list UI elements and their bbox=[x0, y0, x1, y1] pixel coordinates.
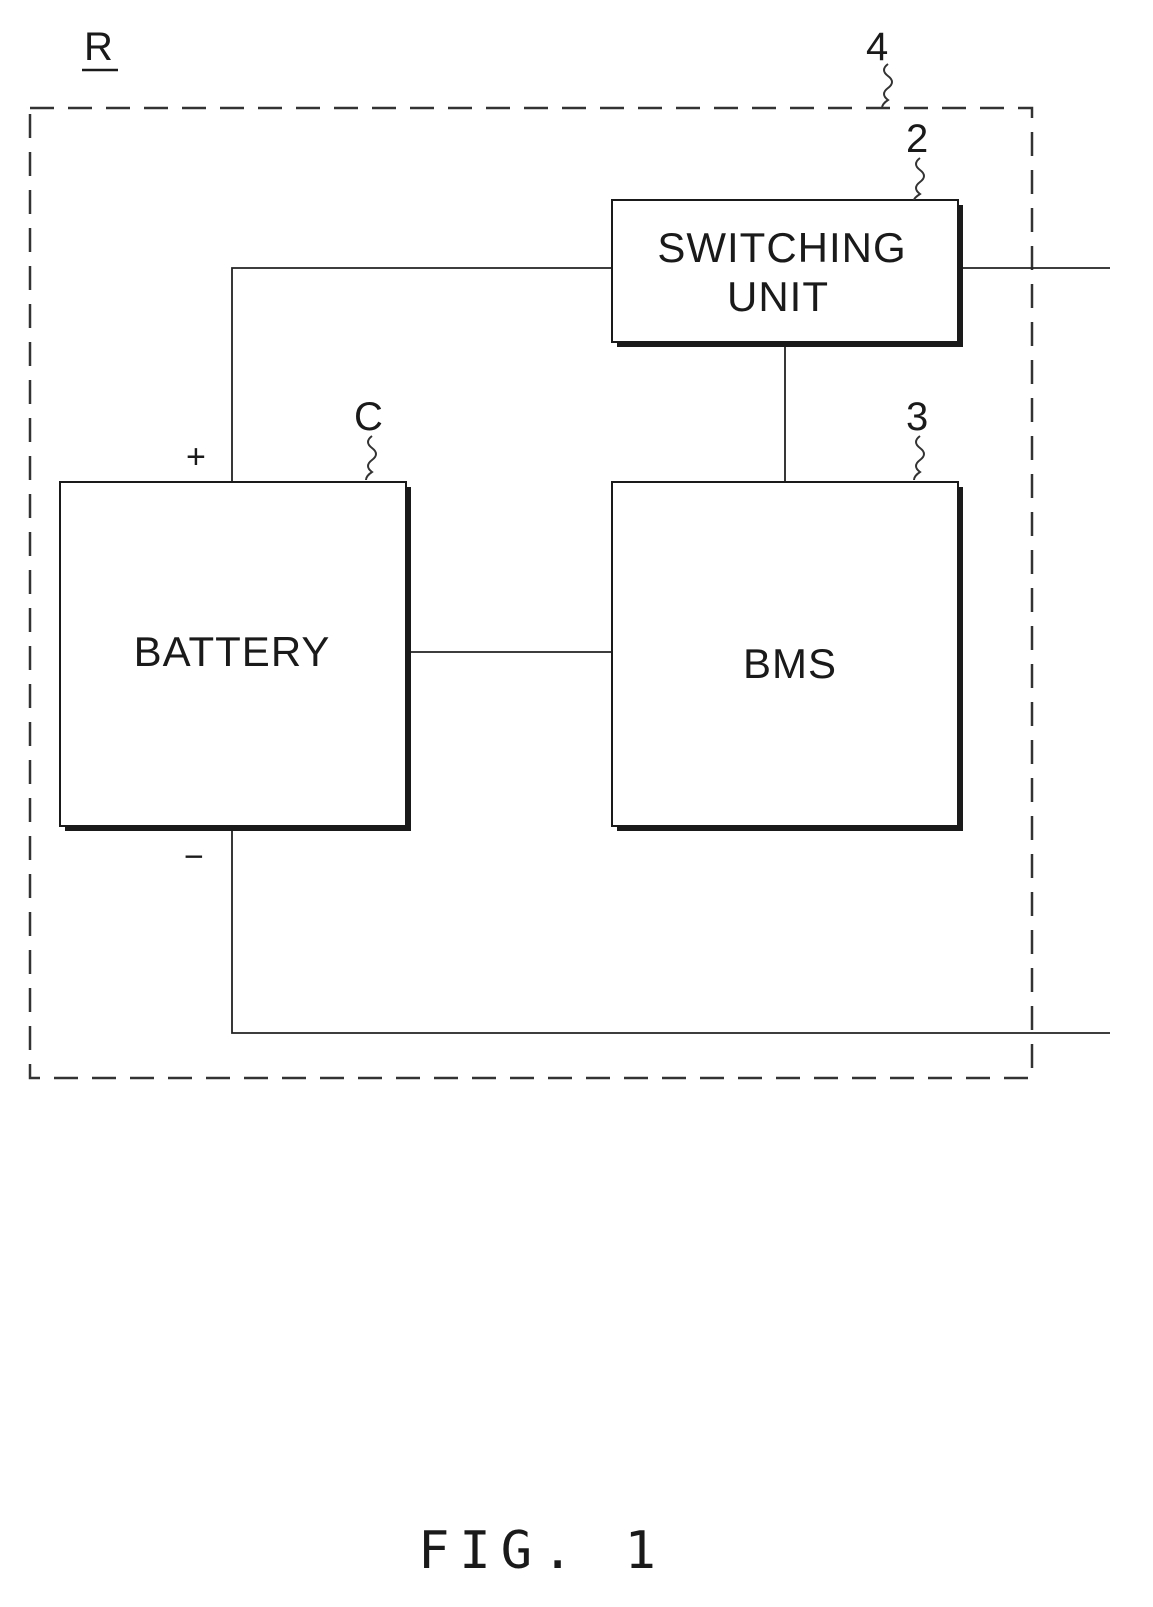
switching-unit-label-line1: SWITCHING bbox=[657, 224, 906, 271]
enclosure-ref-label: 4 bbox=[866, 25, 888, 69]
system-ref-label: R bbox=[84, 25, 113, 69]
switching-unit-label-line2: UNIT bbox=[727, 273, 829, 320]
enclosure-leader bbox=[882, 64, 892, 108]
battery-positive-terminal: + bbox=[186, 438, 206, 476]
switching-unit-box bbox=[612, 200, 958, 342]
switching-unit-block: SWITCHING UNIT bbox=[612, 200, 963, 347]
battery-ref-label: C bbox=[354, 395, 383, 439]
battery-leader bbox=[366, 436, 376, 480]
switching-unit-leader bbox=[914, 158, 924, 200]
battery-label: BATTERY bbox=[134, 628, 331, 675]
switching-unit-ref-label: 2 bbox=[906, 117, 928, 161]
bms-label: BMS bbox=[743, 640, 837, 687]
figure-caption: FIG. 1 bbox=[418, 1521, 666, 1581]
bms-leader bbox=[914, 436, 924, 480]
battery-negative-terminal: − bbox=[184, 838, 204, 876]
bms-block: BMS bbox=[612, 482, 963, 831]
battery-block: BATTERY bbox=[60, 482, 411, 831]
negative-wire bbox=[232, 830, 1110, 1033]
bms-ref-label: 3 bbox=[906, 395, 928, 439]
positive-wire bbox=[232, 268, 612, 482]
